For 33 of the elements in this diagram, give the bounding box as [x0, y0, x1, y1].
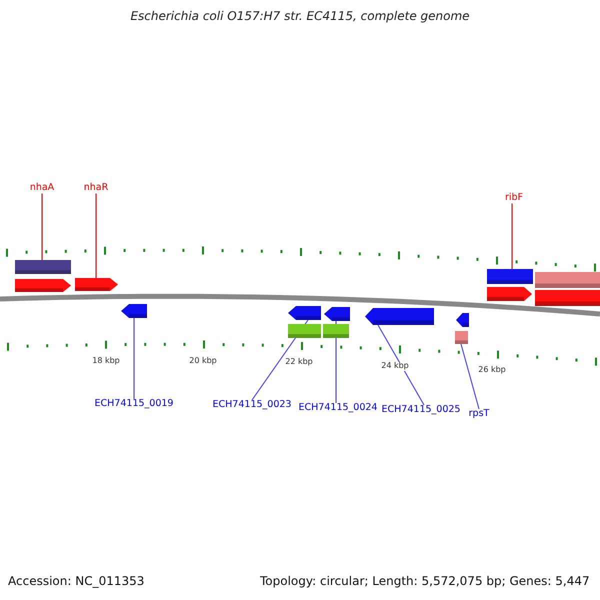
title: Escherichia coli O157:H7 str. EC4115, complete genome	[130, 10, 470, 24]
gene-label: rpsT	[468, 409, 490, 420]
gene-feature	[121, 304, 147, 318]
leader-line	[460, 344, 480, 410]
gene-block	[535, 290, 600, 306]
gene-feature	[324, 307, 350, 321]
gene-label: ECH74115_0019	[94, 399, 174, 410]
gene-feature	[487, 287, 532, 301]
gene-label: ECH74115_0025	[382, 405, 460, 416]
scale-label: 24 kbp	[381, 362, 409, 371]
footer-text: Topology: circular; Length: 5,572,075 bp; Genes: 5,447	[260, 575, 590, 588]
footer-text: Accession: NC_011353	[8, 575, 144, 588]
scale-label: 22 kbp	[285, 358, 313, 367]
gene-feature	[75, 278, 118, 291]
gene-block	[535, 272, 600, 288]
gene-feature	[365, 308, 434, 325]
gene-block	[487, 269, 533, 284]
gene-label: ribF	[504, 193, 524, 204]
gene-feature	[15, 279, 71, 292]
scale-label: 20 kbp	[189, 357, 217, 366]
gene-label: nhaR	[84, 183, 108, 194]
gene-block	[15, 260, 71, 274]
gene-label: nhaA	[30, 183, 54, 194]
leader-line	[378, 324, 424, 406]
gene-feature	[288, 306, 321, 320]
gene-block	[323, 324, 349, 338]
gene-feature	[456, 313, 469, 327]
gene-label: ECH74115_0024	[298, 403, 378, 414]
scale-label: 26 kbp	[478, 366, 506, 375]
gene-block	[455, 331, 468, 344]
scale-label: 18 kbp	[92, 357, 120, 366]
gene-block	[288, 324, 321, 338]
gene-label: ECH74115_0023	[212, 400, 292, 410]
